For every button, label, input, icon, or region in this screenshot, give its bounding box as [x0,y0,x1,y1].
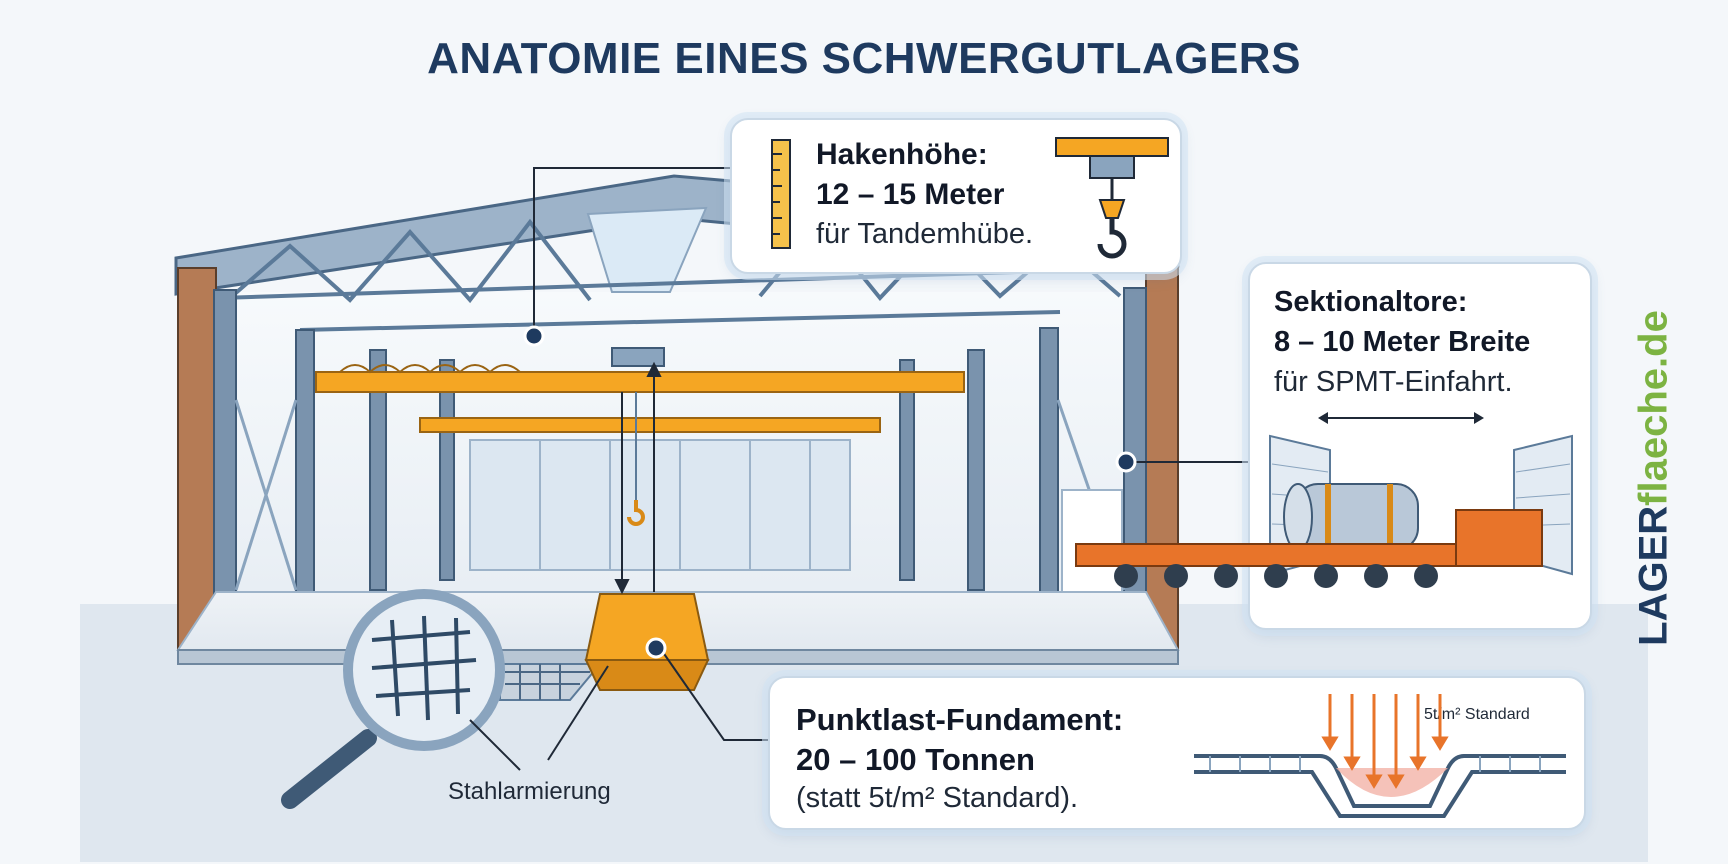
overhead-crane [315,347,965,526]
crane-girder-front [315,371,965,393]
brand-primary: LAGER [1631,505,1676,646]
foundation-note: (statt 5t/m² Standard). [796,782,1079,814]
crane-trolley [611,347,665,367]
brand-text: LAGERflaeche.de [1632,310,1677,646]
warehouse-building [174,174,1180,701]
skylight [586,206,708,293]
side-gate-opening [1061,489,1123,593]
rebar-label: Stahlarmierung [448,778,611,805]
rebar-grid [505,664,590,700]
hook-height-label: Hakenhöhe: [816,138,988,171]
foundation-card: Punktlast-Fundament: 20 – 100 Tonnen (st… [768,676,1586,830]
left-wall [177,267,217,659]
back-windows [469,439,851,571]
crane-hook-icon [1055,137,1169,259]
page-title: ANATOMIE EINES SCHWERGUTLAGERS [427,34,1301,83]
hook-height-note: für Tandemhübe. [816,218,1034,250]
foundation-label: Punktlast-Fundament: [796,702,1124,737]
magnifier [281,589,505,809]
sectional-gate-card: Sektionaltore: 8 – 10 Meter Breite für S… [1075,262,1592,630]
crane-hook [627,500,645,526]
hook-height-value: 12 – 15 Meter [816,178,1005,211]
height-arrows [614,361,662,595]
gate-label: Sektionaltore: [1274,286,1468,318]
spmt-transporter-icon [1075,483,1543,588]
brand-secondary: flaeche.de [1631,310,1676,506]
gate-note: für SPMT-Einfahrt. [1274,366,1513,398]
point-load-foundation-icon [1194,694,1566,818]
ruler-icon [771,139,791,249]
standard-load-tag: 5t/m² Standard [1424,706,1530,723]
gate-value: 8 – 10 Meter Breite [1274,326,1531,358]
hook-height-card: Hakenhöhe: 12 – 15 Meter für Tandemhübe. [730,118,1182,274]
callout-lines [469,167,1248,771]
foundation-value: 20 – 100 Tonnen [796,742,1035,777]
callout-dots [523,325,1137,659]
crane-girder-back [419,417,881,433]
